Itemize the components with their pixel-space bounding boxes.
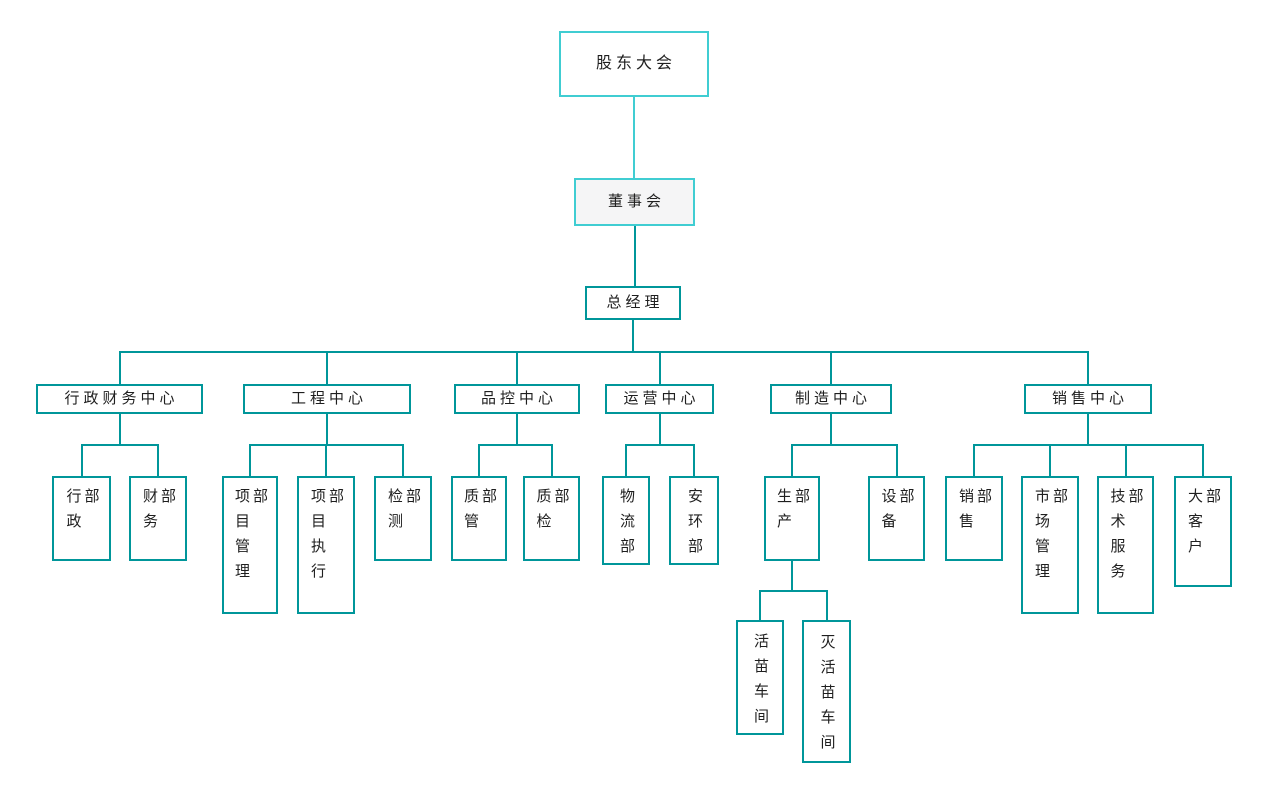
connector-line xyxy=(325,446,327,476)
node-key-account-dept[interactable]: 大客户部 xyxy=(1174,476,1232,587)
connector-line xyxy=(633,226,636,286)
connector-line xyxy=(830,414,832,445)
node-market-management-dept[interactable]: 市场管理部 xyxy=(1021,476,1079,614)
node-finance-dept[interactable]: 财务部 xyxy=(129,476,187,561)
connector-line xyxy=(1087,353,1089,384)
connector-line xyxy=(1124,446,1127,476)
connector-line xyxy=(759,590,828,592)
connector-line xyxy=(118,353,121,384)
connector-line xyxy=(1202,446,1204,476)
connector-line xyxy=(825,592,828,620)
connector-line xyxy=(118,414,121,445)
connector-line xyxy=(80,446,83,476)
connector-line xyxy=(791,444,898,446)
connector-line xyxy=(402,446,404,476)
connector-line xyxy=(326,353,328,384)
connector-line xyxy=(326,414,328,445)
connector-line xyxy=(249,444,404,446)
connector-line xyxy=(973,444,1204,446)
node-engineering-center[interactable]: 工程中心 xyxy=(243,384,411,414)
connector-line xyxy=(633,97,635,178)
connector-line xyxy=(658,414,661,445)
node-operations-center[interactable]: 运营中心 xyxy=(605,384,714,414)
node-quality-control-center[interactable]: 品控中心 xyxy=(454,384,580,414)
connector-line xyxy=(658,353,661,384)
connector-line xyxy=(80,444,159,446)
node-shareholders-meeting[interactable]: 股东大会 xyxy=(559,31,709,97)
node-technical-service-dept[interactable]: 技术服务部 xyxy=(1097,476,1154,614)
connector-line xyxy=(118,351,1089,353)
node-general-manager[interactable]: 总经理 xyxy=(585,286,681,320)
node-equipment-dept[interactable]: 设备部 xyxy=(868,476,925,561)
connector-line xyxy=(895,446,898,476)
connector-line xyxy=(478,446,480,476)
node-quality-inspection-dept[interactable]: 质检部 xyxy=(523,476,580,561)
node-admin-finance-center[interactable]: 行政财务中心 xyxy=(36,384,203,414)
connector-line xyxy=(550,446,553,476)
connector-line xyxy=(791,446,793,476)
connector-line xyxy=(759,592,761,620)
connector-line xyxy=(1087,414,1089,445)
node-sales-center[interactable]: 销售中心 xyxy=(1024,384,1152,414)
connector-line xyxy=(157,446,159,476)
connector-line xyxy=(516,353,518,384)
node-sales-dept[interactable]: 销售部 xyxy=(945,476,1003,561)
connector-line xyxy=(830,353,832,384)
connector-line xyxy=(973,446,975,476)
connector-line xyxy=(632,320,634,352)
connector-line xyxy=(1049,446,1051,476)
node-project-management-dept[interactable]: 项目管理部 xyxy=(222,476,278,614)
connector-line xyxy=(516,414,518,445)
node-project-execution-dept[interactable]: 项目执行部 xyxy=(297,476,355,614)
node-testing-dept[interactable]: 检测部 xyxy=(374,476,432,561)
connector-line xyxy=(625,446,627,476)
connector-line xyxy=(249,446,251,476)
node-logistics-dept[interactable]: 物流部 xyxy=(602,476,650,565)
connector-line xyxy=(791,561,793,591)
node-safety-environment-dept[interactable]: 安环部 xyxy=(669,476,719,565)
node-live-vaccine-workshop[interactable]: 活苗车间 xyxy=(736,620,784,735)
node-inactivated-vaccine-workshop[interactable]: 灭活苗车间 xyxy=(802,620,851,763)
connector-line xyxy=(478,444,553,446)
node-quality-management-dept[interactable]: 质管部 xyxy=(451,476,507,561)
node-board-of-directors[interactable]: 董事会 xyxy=(574,178,695,226)
connector-line xyxy=(693,446,695,476)
node-manufacturing-center[interactable]: 制造中心 xyxy=(770,384,892,414)
connector-line xyxy=(625,444,695,446)
node-admin-dept[interactable]: 行政部 xyxy=(52,476,111,561)
node-production-dept[interactable]: 生产部 xyxy=(764,476,820,561)
